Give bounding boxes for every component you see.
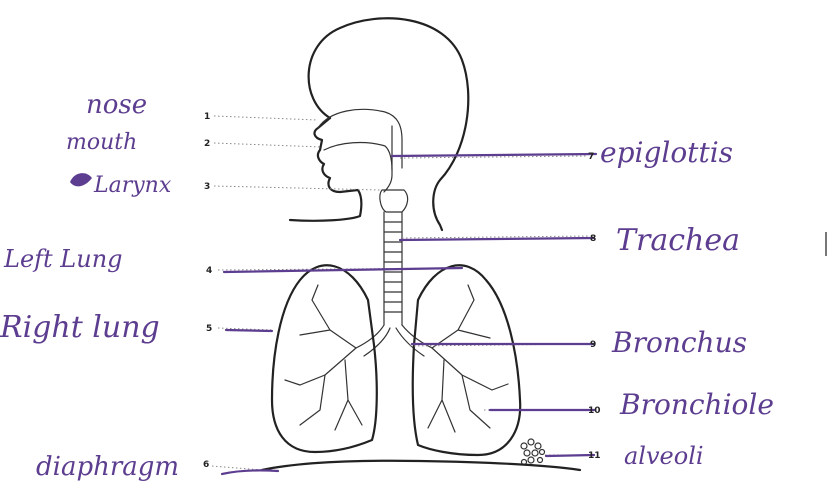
bronchi-shape xyxy=(356,325,432,356)
larynx-shape xyxy=(380,190,408,212)
label-trachea: Trachea xyxy=(616,223,740,258)
number-7: 7 xyxy=(588,152,594,162)
head-outline xyxy=(309,18,469,230)
number-1: 1 xyxy=(204,112,210,122)
ink-line-right-lung xyxy=(226,330,272,331)
number-6: 6 xyxy=(203,460,209,470)
number-3: 3 xyxy=(204,182,210,192)
label-right-lung: Right lung xyxy=(0,310,160,345)
ink-line-alveoli xyxy=(546,455,594,456)
number-10: 10 xyxy=(588,406,601,416)
label-alveoli: alveoli xyxy=(624,442,704,470)
face-outline xyxy=(290,118,361,221)
number-2: 2 xyxy=(204,139,210,149)
label-diaphragm: diaphragm xyxy=(36,452,179,482)
leader-line-3 xyxy=(214,186,380,190)
alveoli-cluster xyxy=(521,439,545,465)
ink-line-diaphragm xyxy=(222,470,278,474)
label-bronchus: Bronchus xyxy=(611,326,747,359)
label-nose: nose xyxy=(86,90,147,120)
number-9: 9 xyxy=(590,340,596,350)
number-8: 8 xyxy=(590,234,596,244)
scribble-mark xyxy=(70,173,92,186)
right-bronchioles xyxy=(285,285,362,430)
oral-cavity xyxy=(324,143,392,170)
number-5: 5 xyxy=(206,324,212,334)
label-mouth: mouth xyxy=(66,130,137,155)
ink-line-epiglottis xyxy=(392,154,596,156)
leader-line-1 xyxy=(214,116,318,120)
leader-line-2 xyxy=(214,143,322,147)
label-larynx: Larynx xyxy=(93,173,172,198)
ink-line-trachea xyxy=(400,238,594,240)
label-bronchiole: Bronchiole xyxy=(619,388,774,421)
label-epiglottis: epiglottis xyxy=(600,136,733,169)
number-11: 11 xyxy=(588,451,601,461)
number-4: 4 xyxy=(206,266,212,276)
label-left-lung: Left Lung xyxy=(3,245,123,273)
